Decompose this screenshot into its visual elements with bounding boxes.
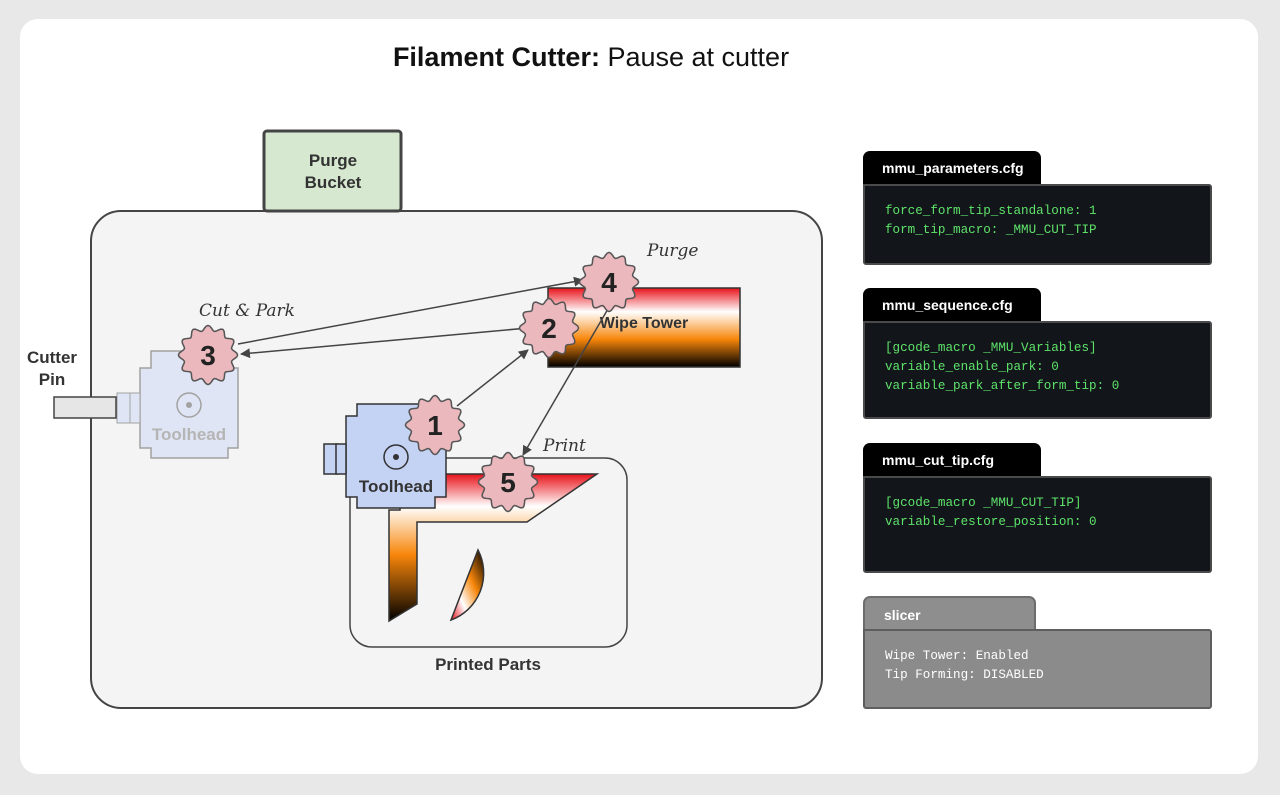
arrow-3-to-4 — [237, 276, 584, 345]
step-number: 1 — [427, 410, 443, 441]
arrow-4-to-5 — [522, 301, 613, 456]
step-badge-4: 4 — [578, 251, 640, 313]
cutter-pin — [53, 396, 117, 419]
code-line: variable_park_after_form_tip: 0 — [885, 379, 1120, 393]
step-number: 4 — [601, 267, 617, 298]
code-line: Tip Forming: DISABLED — [885, 668, 1044, 682]
panel-tab-slicer[interactable]: slicer — [863, 596, 1036, 630]
step-badge-shape — [404, 394, 466, 456]
code-line: variable_restore_position: 0 — [885, 515, 1097, 529]
toolhead-faded-label: Toolhead — [152, 425, 226, 444]
panel-mmu-cut-tip: mmu_cut_tip.cfg [gcode_macro _MMU_CUT_TI… — [863, 443, 1212, 573]
panel-tab-mmu-sequence[interactable]: mmu_sequence.cfg — [863, 288, 1041, 322]
page-title: Filament Cutter: Pause at cutter — [0, 42, 1182, 73]
annotation-print: Print — [542, 436, 586, 456]
step-number: 2 — [541, 313, 557, 344]
panel-slicer: slicer Wipe Tower: Enabled Tip Forming: … — [863, 596, 1212, 709]
code-line: force_form_tip_standalone: 1 — [885, 204, 1097, 218]
title-rest: Pause at cutter — [599, 42, 790, 72]
step-number: 3 — [200, 340, 216, 371]
code-line: [gcode_macro _MMU_Variables] — [885, 341, 1097, 355]
step-badge-1: 1 — [404, 394, 466, 456]
code-line: variable_enable_park: 0 — [885, 360, 1059, 374]
wipe-tower-label: Wipe Tower — [600, 315, 688, 332]
cutter-pin-label-2: Pin — [39, 370, 65, 389]
step-number: 5 — [500, 467, 516, 498]
printed-part-arc — [449, 548, 485, 622]
panel-body-mmu-parameters: force_form_tip_standalone: 1 form_tip_ma… — [863, 184, 1212, 265]
panel-mmu-parameters: mmu_parameters.cfg force_form_tip_standa… — [863, 151, 1212, 265]
code-line: [gcode_macro _MMU_CUT_TIP] — [885, 496, 1082, 510]
cutter-pin-label-1: Cutter — [27, 348, 77, 367]
step-badge-shape — [177, 324, 239, 386]
panel-mmu-sequence: mmu_sequence.cfg [gcode_macro _MMU_Varia… — [863, 288, 1212, 419]
step-badge-shape — [477, 451, 539, 513]
toolhead-label: Toolhead — [359, 477, 433, 496]
printed-part-l — [388, 473, 600, 623]
arrow-2-to-3 — [240, 327, 529, 359]
panel-body-mmu-cut-tip: [gcode_macro _MMU_CUT_TIP] variable_rest… — [863, 476, 1212, 573]
step-badge-2: 2 — [518, 297, 580, 359]
printed-parts-label: Printed Parts — [435, 655, 541, 674]
wipe-tower — [547, 287, 741, 368]
arrow-1-to-2 — [456, 349, 529, 407]
step-badge-shape — [518, 297, 580, 359]
purge-bucket-label-2: Bucket — [305, 173, 362, 192]
purge-bucket-label-1: Purge — [309, 151, 357, 170]
panel-body-slicer: Wipe Tower: Enabled Tip Forming: DISABLE… — [863, 629, 1212, 709]
panel-tab-mmu-parameters[interactable]: mmu_parameters.cfg — [863, 151, 1041, 185]
panel-body-mmu-sequence: [gcode_macro _MMU_Variables] variable_en… — [863, 321, 1212, 419]
panel-tab-mmu-cut-tip[interactable]: mmu_cut_tip.cfg — [863, 443, 1041, 477]
title-bold: Filament Cutter: — [392, 42, 600, 72]
code-line: form_tip_macro: _MMU_CUT_TIP — [885, 223, 1097, 237]
annotation-purge: Purge — [646, 241, 698, 261]
code-line: Wipe Tower: Enabled — [885, 649, 1029, 663]
step-badge-shape — [578, 251, 640, 313]
purge-bucket — [262, 129, 403, 213]
step-badge-5: 5 — [477, 451, 539, 513]
step-badge-3: 3 — [177, 324, 239, 386]
annotation-cut-park: Cut & Park — [199, 301, 295, 321]
